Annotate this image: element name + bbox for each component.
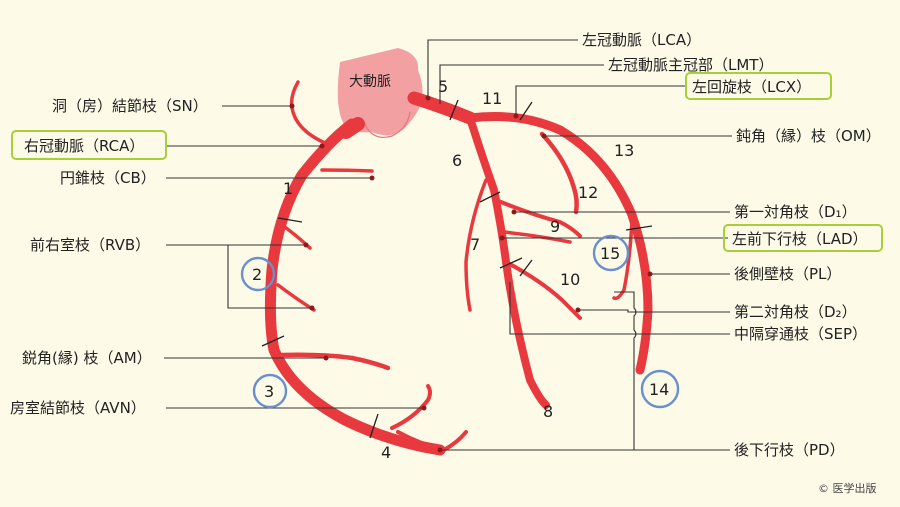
label-rca: 右冠動脈（RCA） — [24, 137, 144, 155]
tick-rca-1 — [277, 217, 303, 223]
leader-lcx — [515, 85, 686, 116]
segment-13: 13 — [614, 141, 634, 160]
label-rvb: 前右室枝（RVB） — [30, 236, 150, 254]
dot-rvb-1 — [303, 242, 309, 248]
tick-rca-3 — [369, 413, 379, 439]
om-branch — [539, 131, 579, 215]
segment-1: 1 — [283, 179, 293, 198]
label-avn: 房室結節枝（AVN） — [10, 399, 146, 417]
label-lmt: 左冠動脈主冠部（LMT） — [608, 56, 773, 74]
tick-lad-3 — [519, 259, 533, 277]
dot-avn — [421, 405, 427, 411]
leader-rvb — [166, 244, 312, 309]
aorta-shape — [337, 48, 423, 136]
lad-side-branch — [502, 230, 572, 244]
segment-11: 11 — [482, 89, 502, 108]
rvb-branch-2 — [276, 283, 316, 312]
leader-lmt — [439, 64, 604, 104]
label-sn: 洞（房）結節枝（SN） — [52, 97, 208, 115]
highlight-circle-segment-2 — [240, 256, 276, 292]
label-lad: 左前下行枝（LAD） — [732, 230, 868, 248]
am-branch — [279, 352, 391, 371]
cb-branch — [320, 168, 374, 173]
label-om: 鈍角（縁）枝（OM） — [736, 127, 881, 145]
lcx-trunk — [465, 112, 653, 375]
dot-am — [323, 355, 329, 361]
leader-d2 — [578, 309, 730, 313]
dot-lad — [499, 235, 505, 241]
aorta-inner-edge — [363, 111, 411, 138]
avn-branch — [390, 384, 432, 430]
leader-pd-bracket — [614, 291, 637, 450]
label-d1: 第一対角枝（D₁） — [734, 203, 857, 221]
segment-6: 6 — [452, 151, 462, 170]
segment-10: 10 — [560, 270, 580, 289]
dot-d1 — [511, 209, 517, 215]
dot-rvb-2 — [309, 305, 315, 311]
highlight-box-rca — [11, 130, 167, 160]
d2-branch — [504, 260, 582, 320]
dot-lcx — [513, 113, 519, 119]
segment-14: 14 — [649, 380, 669, 399]
leader-lca — [427, 39, 578, 98]
label-d2: 第二対角枝（D₂） — [734, 303, 857, 321]
tick-lcx — [519, 101, 533, 121]
aorta-label: 大動脈 — [349, 74, 391, 90]
label-pd: 後下行枝（PD） — [734, 441, 845, 459]
tick-lcx-2 — [625, 225, 653, 231]
pl-branch — [612, 218, 634, 301]
d1-branch — [494, 198, 582, 238]
tick-lad-2 — [499, 257, 523, 269]
segment-4: 4 — [381, 443, 391, 462]
segment-3: 3 — [264, 382, 274, 401]
segment-15: 15 — [600, 244, 620, 263]
label-pl: 後側壁枝（PL） — [734, 265, 841, 283]
dot-pl — [647, 271, 653, 277]
sep-branch — [464, 178, 488, 312]
segment-12: 12 — [578, 183, 598, 202]
highlight-circle-segment-3 — [252, 373, 288, 409]
label-lcx: 左回旋枝（LCX） — [692, 78, 811, 96]
tick-rca-2 — [261, 335, 285, 347]
segment-8: 8 — [543, 402, 553, 421]
dot-pd — [437, 447, 443, 453]
dot-cb — [369, 175, 375, 181]
highlight-circle-segment-15 — [592, 234, 630, 272]
highlight-circle-segment-14 — [640, 369, 680, 409]
rca-origin — [339, 117, 365, 139]
highlight-box-lcx — [685, 72, 832, 100]
segment-9: 9 — [550, 217, 560, 236]
segment-5: 5 — [438, 77, 448, 96]
dot-sn — [289, 103, 295, 109]
tick-lmt — [449, 99, 459, 121]
copyright: © 医学出版 — [818, 481, 877, 495]
rca-trunk — [264, 118, 446, 456]
highlight-box-lad — [723, 224, 883, 252]
dot-om — [541, 133, 547, 139]
dot-rca — [319, 143, 325, 149]
label-sep: 中隔穿通枝（SEP） — [734, 325, 867, 343]
label-am: 鋭角(縁) 枝（AM） — [22, 349, 152, 367]
tick-lad-1 — [479, 191, 501, 203]
dot-d2 — [575, 307, 581, 313]
leader-sep — [509, 282, 730, 335]
sn-branch — [289, 80, 327, 145]
label-lca: 左冠動脈（LCA） — [582, 31, 701, 49]
segment-2: 2 — [252, 265, 262, 284]
segment-7: 7 — [470, 235, 480, 254]
dot-lca — [425, 95, 431, 101]
label-cb: 円錐枝（CB） — [60, 169, 156, 187]
lmt-trunk — [407, 91, 477, 125]
